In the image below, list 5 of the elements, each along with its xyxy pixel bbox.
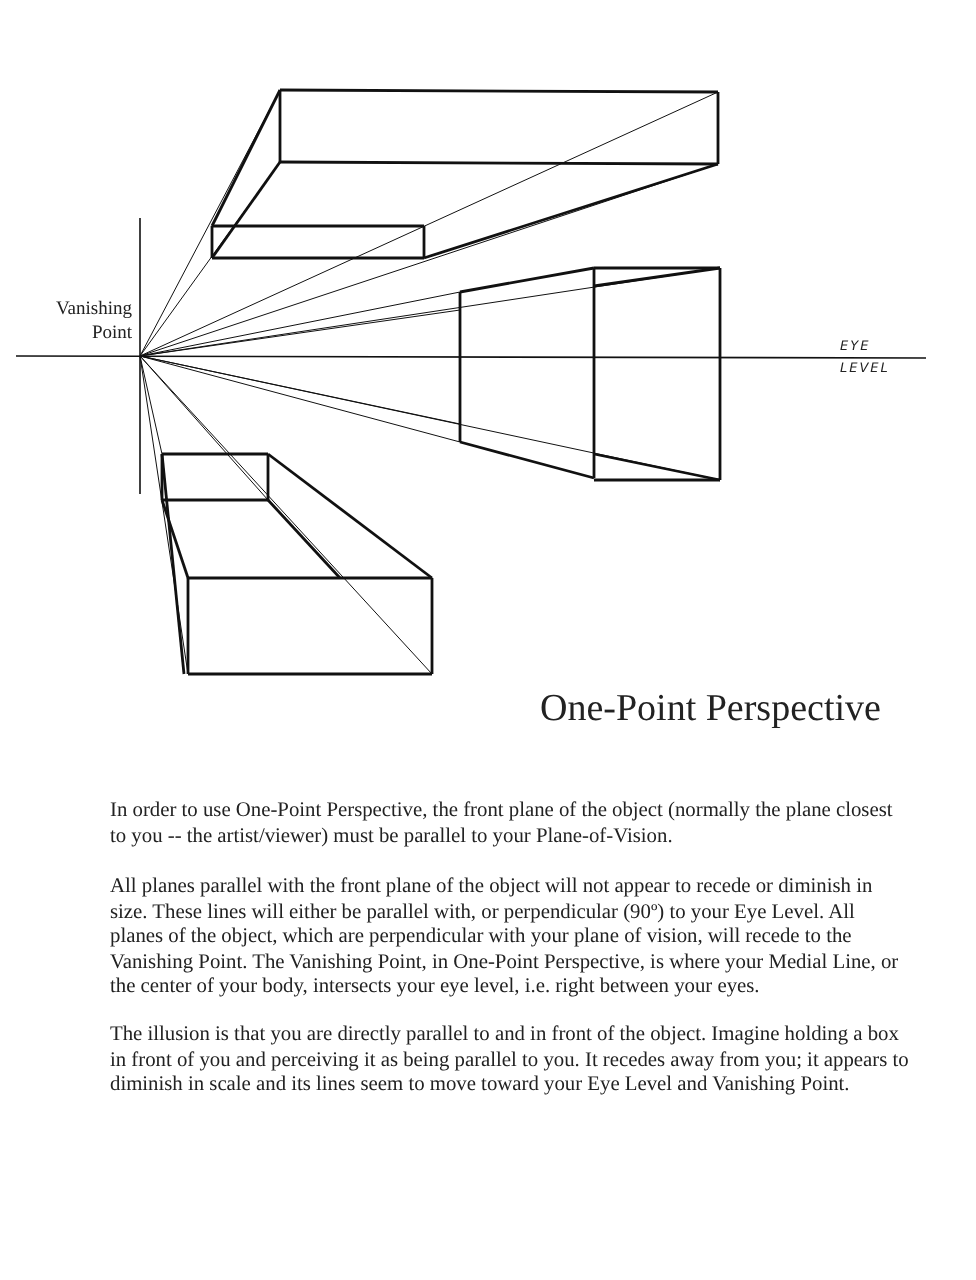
paragraph: In order to use One-Point Perspective, the front plane of the object (normally the plane closest to you -- the artist/viewer) must be parallel to your Plane-of-Vision. — [110, 800, 895, 851]
paragraph: All planes parallel with the front plane of the object will not appear to recede or diminish in size. These lines will either be parallel with, or perpendicular (90º) to your Eye Level. All planes of the object, which are perpendicular with your plane of vision, will recede to the Vanishing Point. The Vanishing Point, in One-Point Perspective, is where your Medial Line, or the center of your body, intersects your eye level, i.e. right between your eyes. — [110, 876, 901, 1002]
title: One-Point Perspective — [540, 688, 881, 732]
paragraph: The illusion is that you are directly parallel to and in front of the object. Imagine holding a box in front of you and perceiving it as being parallel to you. It recedes away from you; it appears to diminish in scale and its lines seem to move toward your Eye Level and Vanishing Point. — [110, 1024, 910, 1100]
axis-label: Vanishing Point — [54, 298, 132, 346]
